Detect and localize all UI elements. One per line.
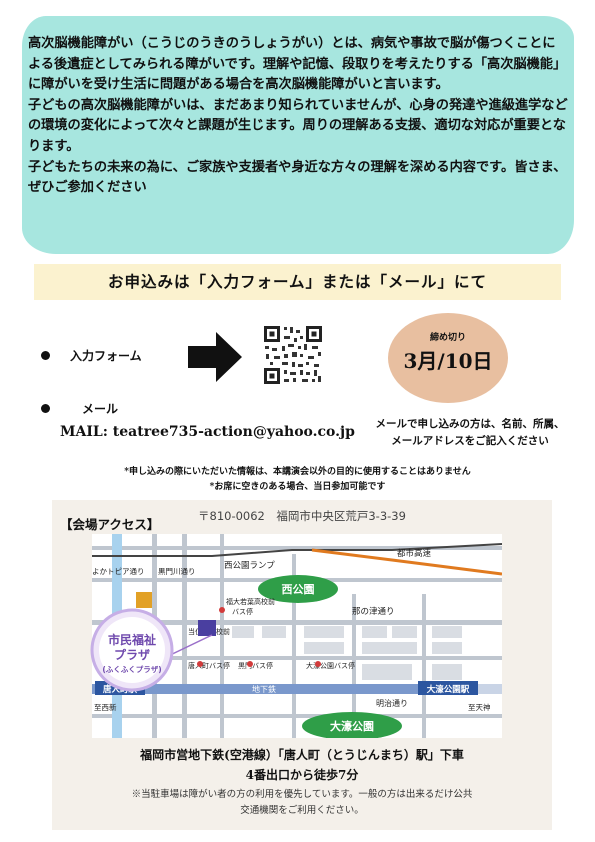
privacy-notes: *申し込みの際にいただいた情報は、本講演会以外の目的に使用することはありません … <box>0 465 595 495</box>
deadline-label: 締め切り <box>429 333 466 343</box>
parking-note-line-2: 交通機関をご利用ください。 <box>240 805 364 816</box>
map-label-nanotsu: 那の津通り <box>352 606 395 617</box>
callout-line-1: 市民福祉 <box>108 632 156 647</box>
mail-label: メール <box>82 402 119 416</box>
arrow-right-icon <box>188 332 242 382</box>
form-label: 入力フォーム <box>70 349 142 363</box>
intro-text: 高次脳機能障がい（こうじのうきのうしょうがい）とは、病気や事故で脳が傷つくことに… <box>28 34 568 199</box>
bus-stop-icon <box>197 607 321 667</box>
parking-note: ※当駐車場は障がい者の方の利用を優先しています。一般の方は出来るだけ公共 交通機… <box>92 787 512 819</box>
map-label-nishi-koen: 西公園 <box>282 583 315 596</box>
access-title: 【会場アクセス】 <box>60 517 160 532</box>
venue-map[interactable]: 西公園 大濠公園 唐人町駅 大濠公園駅 地下鉄 明治通り 西公園ランプ 都市高速… <box>92 534 502 738</box>
directions-line-2: 4番出口から徒歩7分 <box>245 768 359 782</box>
mail-note-line-2: メールアドレスをご記入ください <box>391 435 549 447</box>
map-label-fukudai-hs: 福大若葉高校前 <box>226 597 275 606</box>
parking-marker <box>136 592 152 608</box>
intro-paragraph-3: 子どもたちの未来の為に、ご家族や支援者や身近な方々の理解を深める内容です。皆さま… <box>28 159 567 196</box>
mail-address[interactable]: MAIL: teatree735-action@yahoo.co.jp <box>60 424 355 440</box>
map-label-bus-stop: バス停 <box>232 607 253 616</box>
map-label-kuromon-bus: 黒門バス停 <box>238 661 273 670</box>
map-label-nishijin: 至西新 <box>94 702 117 712</box>
application-banner: お申込みは「入力フォーム」または「メール」にて <box>34 264 561 300</box>
privacy-note: *申し込みの際にいただいた情報は、本講演会以外の目的に使用することはありません <box>124 467 471 477</box>
parking-note-line-1: ※当駐車場は障がい者の方の利用を優先しています。一般の方は出来るだけ公共 <box>131 789 473 800</box>
map-label-ohori-station: 大濠公園駅 <box>427 684 470 695</box>
mail-note: メールで申し込みの方は、名前、所属、 メールアドレスをご記入ください <box>355 416 585 450</box>
same-day-note: *お席に空きのある場合、当日参加可能です <box>209 482 386 492</box>
intro-paragraph-2: 子どもの高次脳機能障がいは、まだあまり知られていませんが、心身の発達や進級進学な… <box>28 97 568 154</box>
mail-note-line-1: メールで申し込みの方は、名前、所属、 <box>375 418 565 430</box>
venue-address: 〒810-0062 福岡市中央区荒戸3-3-39 <box>198 509 406 523</box>
deadline-date: 3月/10日 <box>403 349 493 373</box>
directions-line-1: 福岡市営地下鉄(空港線）「唐人町（とうじんまち）駅」下車 <box>140 748 464 762</box>
venue-marker <box>198 620 216 636</box>
intro-background <box>22 16 574 254</box>
map-label-toshi-kosoku: 都市高速 <box>397 548 432 559</box>
map-label-yokatopia: よかトピア通り <box>92 566 145 576</box>
callout-line-2: プラザ <box>114 647 150 662</box>
callout-line-3: (ふくふくプラザ) <box>102 664 161 674</box>
map-label-meiji: 明治通り <box>376 698 408 708</box>
map-label-ohori-park: 大濠公園 <box>330 719 374 733</box>
qr-code-icon[interactable] <box>262 324 324 386</box>
bullet-icon <box>41 404 50 413</box>
banner-text: お申込みは「入力フォーム」または「メール」にて <box>107 272 488 291</box>
deadline-badge: 締め切り 3月/10日 <box>388 313 508 403</box>
map-label-nishi-koen-ramp: 西公園ランプ <box>224 561 275 571</box>
map-label-karato-bus: 唐人町バス停 <box>188 661 230 670</box>
venue-callout: 市民福祉 プラザ (ふくふくプラザ) <box>90 608 213 692</box>
intro-paragraph-1: 高次脳機能障がい（こうじのうきのうしょうがい）とは、病気や事故で脳が傷つくことに… <box>28 36 567 93</box>
map-label-tenjin: 至天神 <box>468 702 491 712</box>
map-label-subway: 地下鉄 <box>252 684 276 694</box>
venue-access-panel: 【会場アクセス】 〒810-0062 福岡市中央区荒戸3-3-39 西公園 大濠… <box>52 500 552 830</box>
bullet-icon <box>41 351 50 360</box>
map-label-ohori-bus: 大濠公園バス停 <box>306 661 355 670</box>
map-label-kuromon-river: 黒門川通り <box>158 566 196 576</box>
